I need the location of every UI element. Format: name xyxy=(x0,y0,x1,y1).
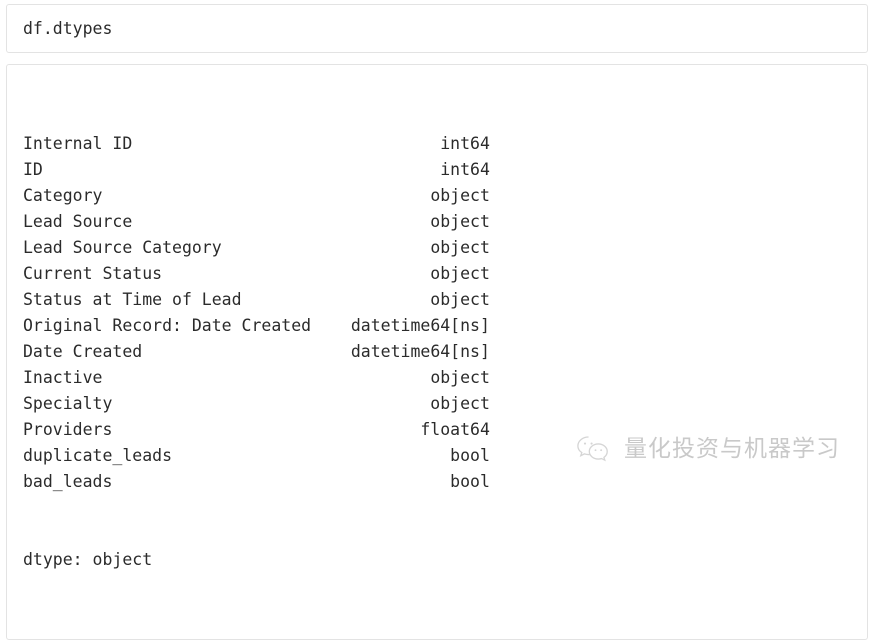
dtypes-row: Current Status object xyxy=(23,261,867,287)
dtypes-type-value: object xyxy=(430,212,490,231)
dtypes-type-value: object xyxy=(430,238,490,257)
dtypes-column-name: Specialty xyxy=(23,394,113,413)
dtypes-column-name: Lead Source xyxy=(23,212,133,231)
dtypes-spacer xyxy=(102,368,430,387)
dtypes-type-value: object xyxy=(430,394,490,413)
dtypes-spacer xyxy=(172,446,450,465)
dtypes-column-name: Date Created xyxy=(23,342,143,361)
dtypes-type-value: object xyxy=(430,368,490,387)
dtypes-column-name: Current Status xyxy=(23,264,163,283)
dtypes-row: duplicate_leads bool xyxy=(23,443,867,469)
dtypes-column-name: Inactive xyxy=(23,368,103,387)
dtypes-type-value: object xyxy=(430,290,490,309)
dtypes-type-value: object xyxy=(430,186,490,205)
dtypes-type-value: int64 xyxy=(440,134,490,153)
dtypes-spacer xyxy=(112,420,420,439)
dtypes-column-name: Status at Time of Lead xyxy=(23,290,242,309)
dtypes-spacer xyxy=(112,394,430,413)
dtypes-row: bad_leads bool xyxy=(23,469,867,495)
dtypes-row: Original Record: Date Created datetime64… xyxy=(23,313,867,339)
dtypes-spacer xyxy=(142,342,351,361)
dtypes-type-value: datetime64[ns] xyxy=(350,342,490,361)
dtypes-row: Lead Source object xyxy=(23,209,867,235)
dtypes-footer: dtype: object xyxy=(23,550,153,569)
dtypes-spacer xyxy=(132,212,430,231)
dtypes-type-value: datetime64[ns] xyxy=(350,316,490,335)
dtypes-spacer xyxy=(43,160,440,179)
dtypes-column-name: duplicate_leads xyxy=(23,446,173,465)
dtypes-column-name: Lead Source Category xyxy=(23,238,222,257)
dtypes-spacer xyxy=(132,134,440,153)
dtypes-column-name: Category xyxy=(23,186,103,205)
dtypes-row: Inactive object xyxy=(23,365,867,391)
dtypes-type-value: bool xyxy=(450,446,490,465)
dtypes-type-value: float64 xyxy=(420,420,490,439)
dtypes-spacer xyxy=(311,316,351,335)
dtypes-row: Category object xyxy=(23,183,867,209)
dtypes-column-name: Providers xyxy=(23,420,113,439)
dtypes-row: ID int64 xyxy=(23,157,867,183)
dtypes-column-name: ID xyxy=(23,160,43,179)
dtypes-row: Providers float64 xyxy=(23,417,867,443)
dtypes-column-name: Original Record: Date Created xyxy=(23,316,312,335)
dtypes-row: Internal ID int64 xyxy=(23,131,867,157)
dtypes-type-value: int64 xyxy=(440,160,490,179)
dtypes-column-name: Internal ID xyxy=(23,134,133,153)
dtypes-spacer xyxy=(242,290,431,309)
dtypes-row: Lead Source Category object xyxy=(23,235,867,261)
dtypes-spacer xyxy=(162,264,430,283)
dtypes-row: Specialty object xyxy=(23,391,867,417)
dtypes-row: Status at Time of Lead object xyxy=(23,287,867,313)
dtypes-spacer xyxy=(102,186,430,205)
code-input-text: df.dtypes xyxy=(23,18,113,38)
dtypes-spacer xyxy=(222,238,431,257)
dtypes-type-value: object xyxy=(430,264,490,283)
dtypes-row: Date Created datetime64[ns] xyxy=(23,339,867,365)
code-input-cell[interactable]: df.dtypes xyxy=(6,4,868,53)
